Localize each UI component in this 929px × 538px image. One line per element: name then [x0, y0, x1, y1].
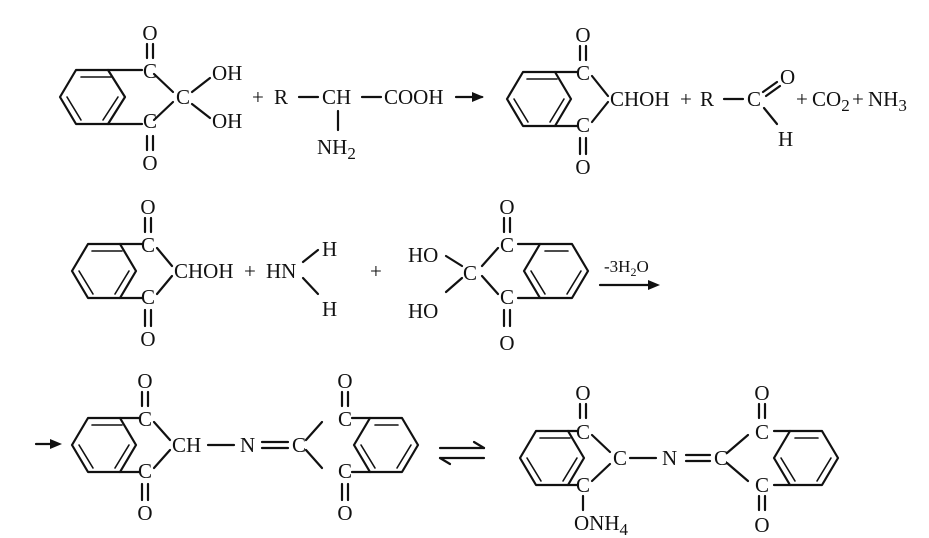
plus-sign: + — [252, 85, 264, 109]
right-product-c2: C — [576, 473, 590, 497]
aldehyde-h: H — [778, 127, 793, 151]
hydrindantin-o-top: O — [140, 195, 155, 219]
hydrindantin-structure-2 — [70, 216, 174, 328]
reaction-arrow — [454, 92, 484, 102]
benzene-ring — [518, 429, 586, 487]
ruhemann-purple-ammonium-structure — [518, 402, 840, 512]
product-c2: C — [576, 113, 590, 137]
plus-sign: + — [370, 259, 382, 283]
reaction-arrow — [34, 439, 62, 449]
benzene-ring — [505, 70, 573, 128]
left-product-c4: C — [338, 459, 352, 483]
aldehyde-c: C — [747, 87, 761, 111]
co2-formula: CO2 — [812, 87, 850, 115]
left-product-c-eq: C — [292, 433, 306, 457]
aldehyde-r: R — [700, 87, 714, 111]
equilibrium-arrows — [438, 440, 486, 466]
reaction-arrow — [598, 280, 660, 290]
amine-hn: HN — [266, 259, 296, 283]
right-product-o1: O — [575, 381, 590, 405]
aldehyde-o: O — [780, 65, 795, 89]
benzene-ring — [58, 68, 127, 126]
right-product-c3: C — [755, 420, 769, 444]
benzene-ring — [70, 416, 138, 474]
left-product-c3: C — [338, 407, 352, 431]
condition-label: -3H2O — [604, 257, 649, 279]
ninhydrin2-c1: C — [500, 233, 514, 257]
ninhydrin-structure-2 — [444, 216, 590, 328]
left-product-o4: O — [337, 501, 352, 525]
benzene-ring — [352, 416, 420, 474]
benzene-ring — [772, 429, 840, 487]
product-c1: C — [576, 61, 590, 85]
plus-sign: + — [680, 87, 692, 111]
right-product-c1: C — [576, 420, 590, 444]
benzene-ring — [70, 242, 138, 300]
amine-h-top: H — [322, 237, 337, 261]
ninhydrin-structure-1 — [58, 42, 212, 152]
ninhydrin-o-top: O — [142, 21, 157, 45]
plus-sign: + — [852, 87, 864, 111]
amino-acid-r: R — [274, 85, 288, 109]
right-product-o3: O — [754, 381, 769, 405]
product-o-top: O — [575, 23, 590, 47]
left-product-o1: O — [137, 369, 152, 393]
ninhydrin2-o-bottom: O — [499, 331, 514, 355]
amino-acid-cooh: COOH — [384, 85, 444, 109]
benzene-ring — [522, 242, 590, 300]
left-product-n: N — [240, 433, 255, 457]
amine-h-bottom: H — [322, 297, 337, 321]
ninhydrin-c3: C — [143, 109, 157, 133]
left-product-o2: O — [137, 501, 152, 525]
ruhemann-purple-structure — [70, 390, 420, 502]
ninhydrin-c1: C — [143, 59, 157, 83]
ninhydrin2-c3: C — [500, 285, 514, 309]
plus-sign: + — [244, 259, 256, 283]
amino-acid-nh2: NH2 — [317, 135, 356, 163]
left-product-c2: C — [138, 459, 152, 483]
ninhydrin2-ho1: HO — [408, 243, 438, 267]
ninhydrin2-c2: C — [463, 261, 477, 285]
ninhydrin-c2: C — [176, 85, 190, 109]
right-product-onh4: ONH4 — [574, 511, 629, 538]
product-choh: CHOH — [610, 87, 670, 111]
left-product-ch: CH — [172, 433, 201, 457]
hydrindantin-c2: C — [141, 285, 155, 309]
nh3-formula: NH3 — [868, 87, 907, 115]
amino-acid-ch: CH — [322, 85, 351, 109]
hydrindantin-c1: C — [141, 233, 155, 257]
product-o-bottom: O — [575, 155, 590, 179]
right-product-c-mid: C — [613, 446, 627, 470]
plus-sign: + — [796, 87, 808, 111]
right-product-o4: O — [754, 513, 769, 537]
hydrindantin-choh: CHOH — [174, 259, 234, 283]
right-product-n: N — [662, 446, 677, 470]
hydrindantin-structure-1 — [505, 44, 610, 156]
ninhydrin-oh1: OH — [212, 61, 242, 85]
ninhydrin-o-bottom: O — [142, 151, 157, 175]
ninhydrin2-o-top: O — [499, 195, 514, 219]
left-product-c1: C — [138, 407, 152, 431]
right-product-c4: C — [755, 473, 769, 497]
left-product-o3: O — [337, 369, 352, 393]
ninhydrin2-ho2: HO — [408, 299, 438, 323]
ninhydrin-oh2: OH — [212, 109, 242, 133]
right-product-c-eq: C — [714, 446, 728, 470]
hydrindantin-o-bottom: O — [140, 327, 155, 351]
